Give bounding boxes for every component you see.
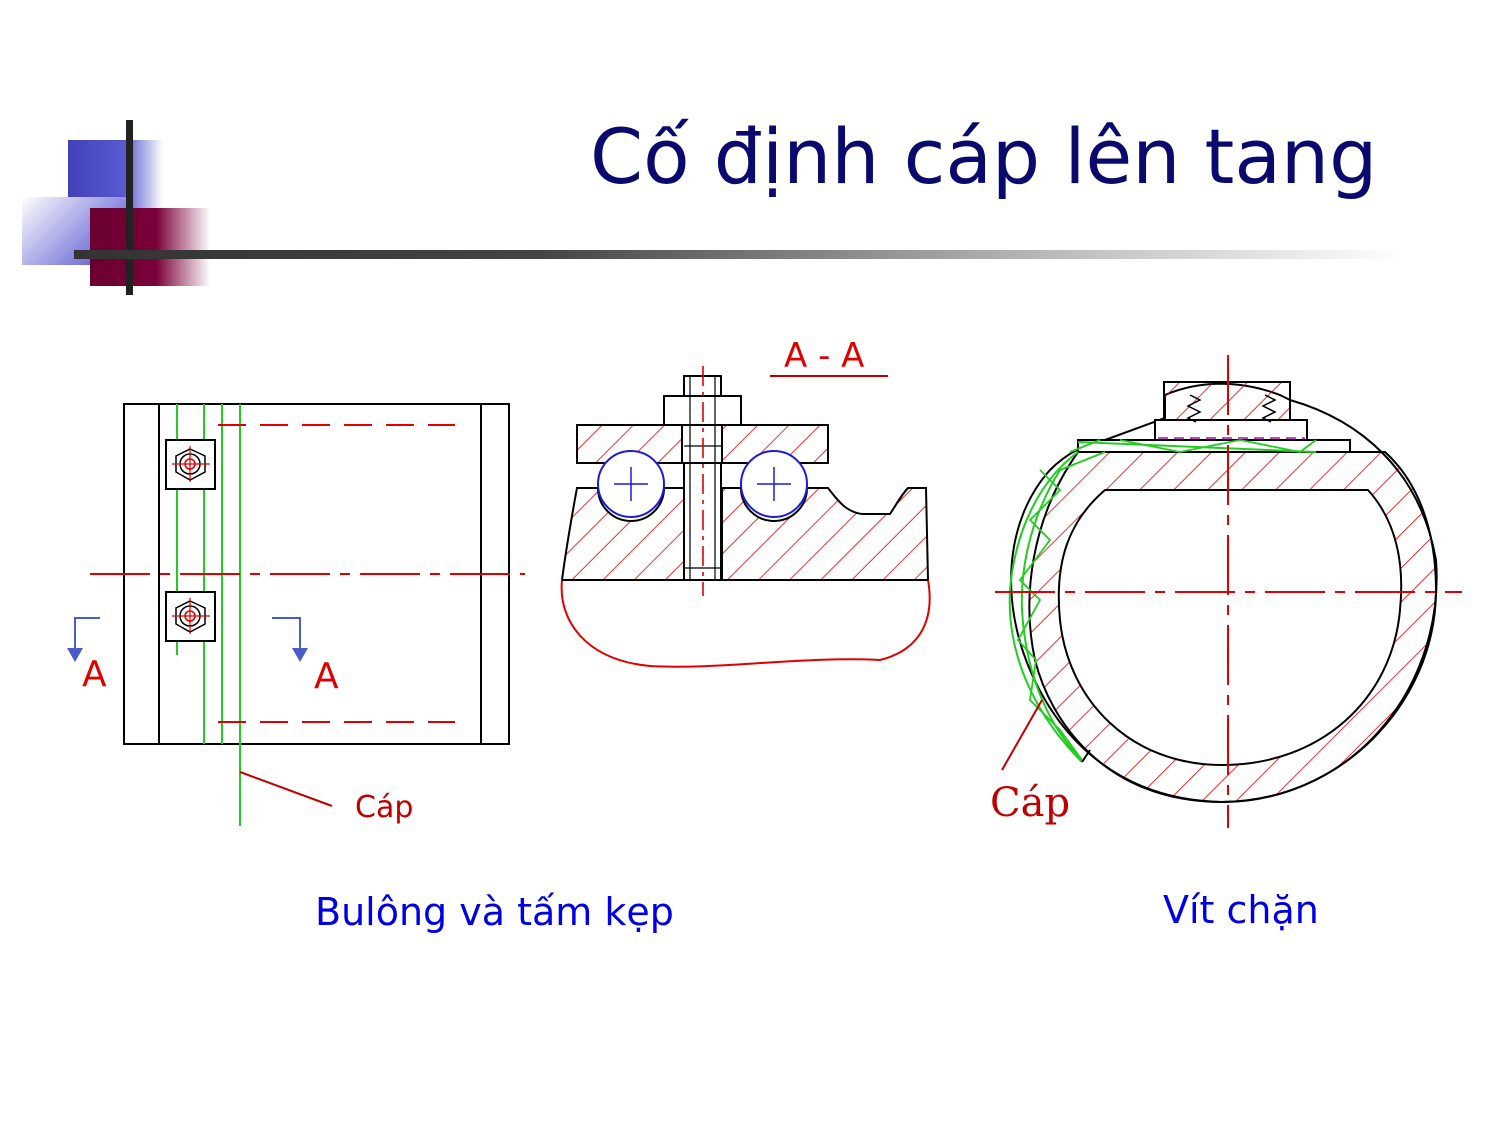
cable-leader-line xyxy=(1001,699,1043,771)
cable-cross-section-right xyxy=(740,450,808,518)
cable-wrap-zigzag xyxy=(1016,469,1083,761)
cable-wrap xyxy=(1077,441,1317,453)
drum-outer-outline xyxy=(1010,382,1438,804)
drum-front-view xyxy=(67,403,525,826)
drum-body-section xyxy=(721,487,930,581)
section-arrow-left xyxy=(67,617,100,662)
section-title: A - A xyxy=(784,336,865,376)
cable-label-left: Cáp xyxy=(355,790,414,825)
title-underline xyxy=(74,250,1404,259)
cable-label-right: Cáp xyxy=(990,780,1071,826)
spring-right xyxy=(1261,394,1277,423)
cable-wrap xyxy=(1008,451,1083,763)
cable-wrap xyxy=(1069,439,1101,453)
corner-decoration xyxy=(0,0,1499,300)
drum-body-section xyxy=(560,487,685,581)
clamp-plate-gap xyxy=(681,424,723,464)
caption-set-screw: Vít chặn xyxy=(1163,888,1319,932)
cable-leader-line xyxy=(239,771,333,807)
section-arrow-right xyxy=(272,617,308,662)
set-screw-view xyxy=(995,355,1462,828)
section-aa-view xyxy=(560,366,931,668)
drum-lower-outline xyxy=(560,579,931,668)
bolt-top xyxy=(165,439,216,490)
maroon-square xyxy=(90,208,210,286)
page-title: Cố định cáp lên tang xyxy=(590,112,1378,201)
section-mark-left: A xyxy=(82,654,107,695)
vertical-bar xyxy=(126,120,133,295)
caption-bolt-clamp: Bulông và tấm kẹp xyxy=(315,890,674,934)
cable-cross-section-left xyxy=(597,450,665,518)
spring-left xyxy=(1186,394,1202,423)
drum-ring-fill xyxy=(1028,451,1438,804)
bolt-bottom xyxy=(165,591,216,642)
section-mark-right: A xyxy=(314,656,339,697)
cable-wrap-zigzag xyxy=(1119,439,1317,453)
